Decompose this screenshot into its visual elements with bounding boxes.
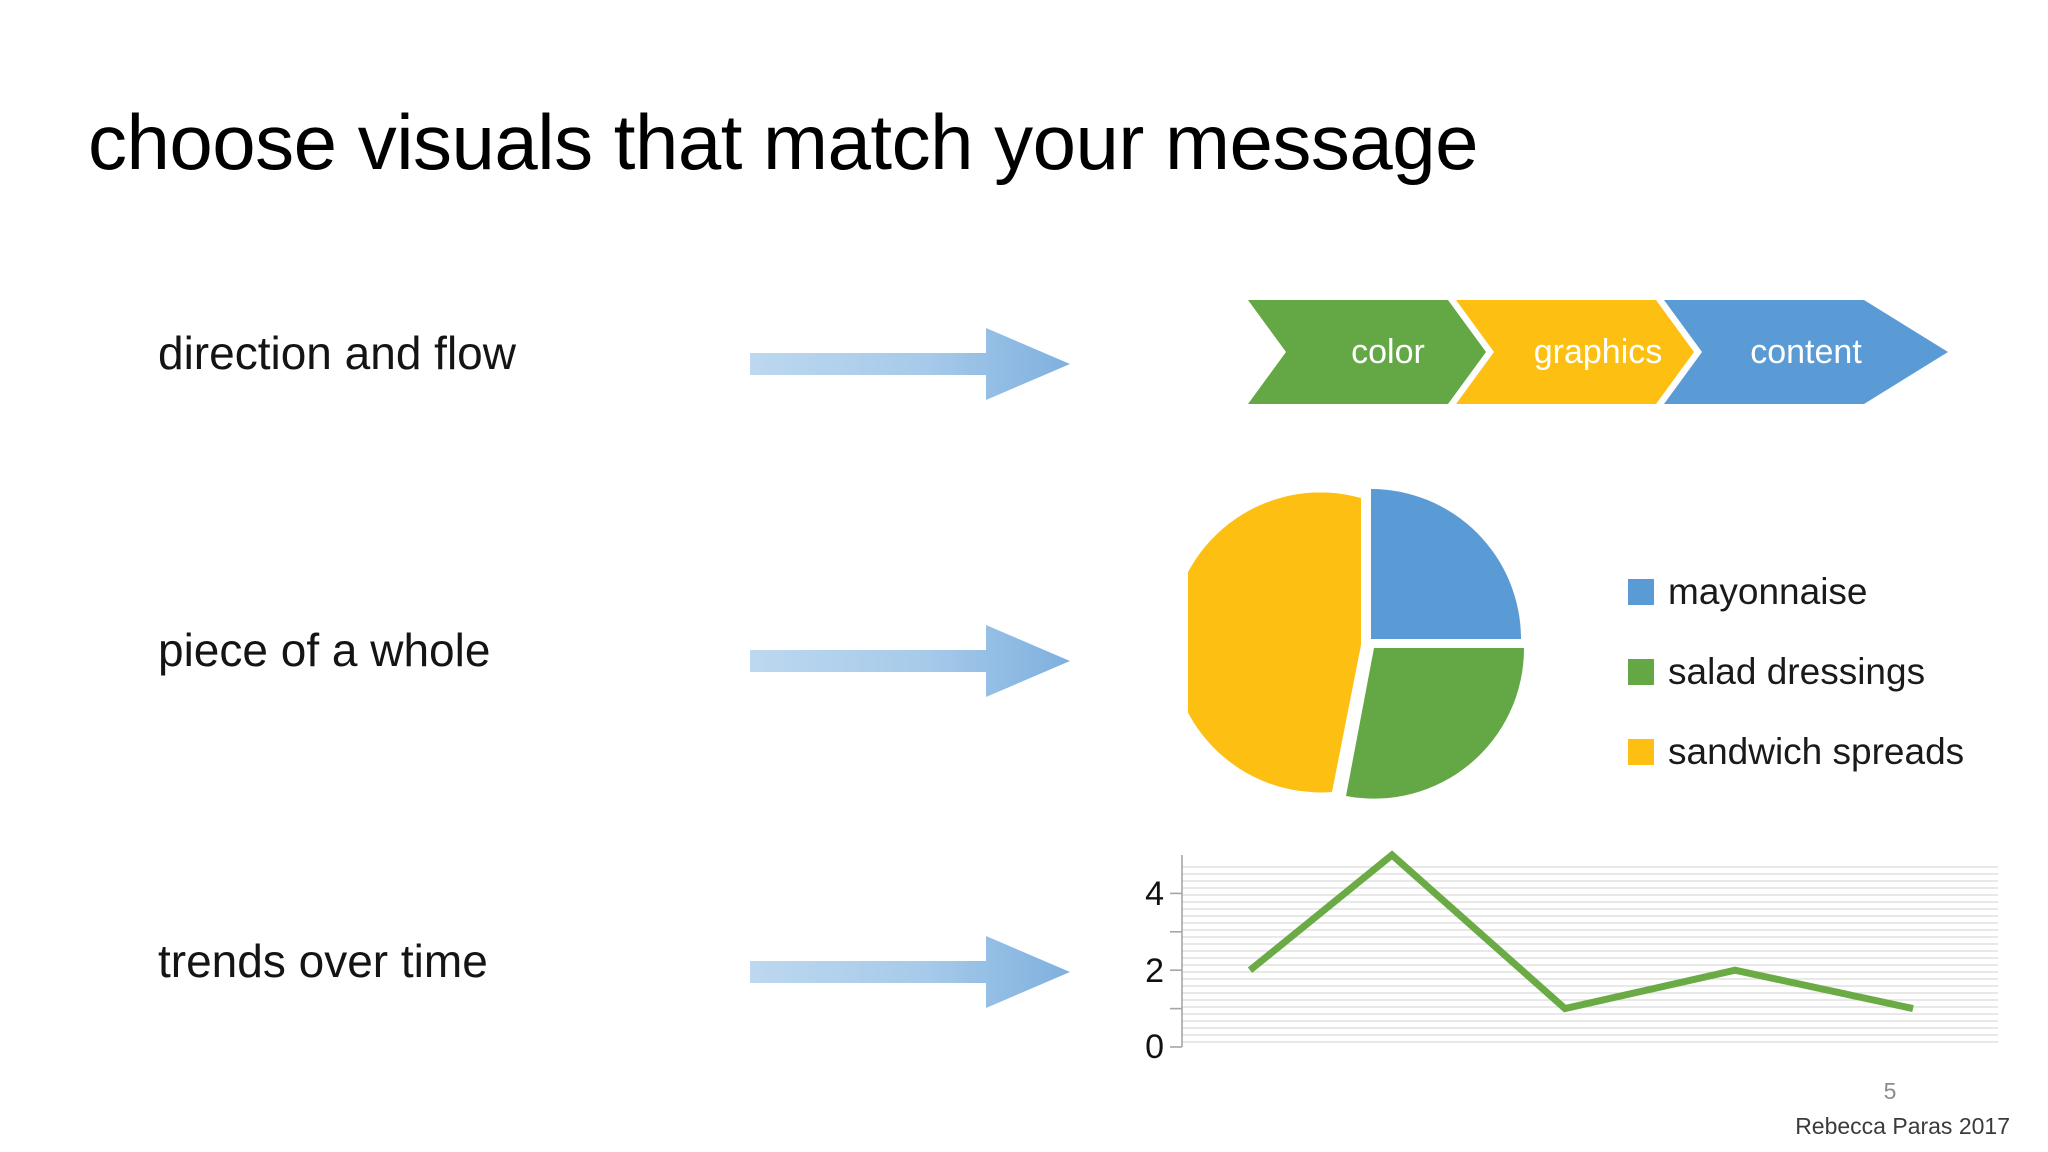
pie-slice-salad-dressings <box>1346 648 1525 799</box>
line-chart: 0 2 4 <box>1145 850 1998 1066</box>
chevron-step-0 <box>1248 300 1486 404</box>
legend-item: sandwich spreads <box>1628 712 2028 792</box>
right-arrow-icon <box>750 625 1070 697</box>
chevron-shapes <box>1248 300 1948 404</box>
chevron-step-2 <box>1664 300 1948 404</box>
legend-swatch-mayonnaise <box>1628 579 1654 605</box>
chevron-step-label-color[interactable]: color <box>1351 333 1425 371</box>
right-arrow-icon <box>750 328 1070 400</box>
pie-slice-sandwich-spreads <box>1188 492 1361 793</box>
legend-swatch-sandwich-spreads <box>1628 739 1654 765</box>
legend-swatch-salad-dressings <box>1628 659 1654 685</box>
y-tick-4: 4 <box>1145 875 1164 913</box>
y-tick-0: 0 <box>1145 1028 1164 1066</box>
legend-item: salad dressings <box>1628 632 2028 712</box>
chevron-step-1 <box>1456 300 1694 404</box>
line-series-trend <box>1247 850 1914 1013</box>
pie-chart-legend: mayonnaise salad dressings sandwich spre… <box>1628 552 2028 792</box>
page-title: choose visuals that match your message <box>88 98 1479 186</box>
footer-credit: Rebecca Paras 2017 <box>1795 1113 2010 1139</box>
pie-chart <box>1188 489 1525 799</box>
legend-label-mayonnaise: mayonnaise <box>1668 571 1868 612</box>
legend-item: mayonnaise <box>1628 552 2028 632</box>
chevron-step-label-graphics[interactable]: graphics <box>1533 333 1663 371</box>
chevron-step-label-content[interactable]: content <box>1750 333 1862 371</box>
row-label-piece-of-a-whole: piece of a whole <box>158 624 491 676</box>
chart-gridlines <box>1182 866 1998 1043</box>
row-label-direction-and-flow: direction and flow <box>158 327 516 379</box>
slide-number: 5 <box>1883 1078 1897 1104</box>
legend-label-salad-dressings: salad dressings <box>1668 651 1926 692</box>
process-chevron-diagram: color graphics content <box>1248 300 1948 404</box>
pie-slice-mayonnaise <box>1371 489 1521 639</box>
row-label-trends-over-time: trends over time <box>158 935 488 987</box>
chart-y-tick-labels: 0 2 4 <box>1145 875 1164 1066</box>
chart-y-axis <box>1170 855 1183 1048</box>
right-arrow-icon <box>750 936 1070 1008</box>
legend-label-sandwich-spreads: sandwich spreads <box>1668 731 1965 772</box>
y-tick-2: 2 <box>1145 952 1164 990</box>
